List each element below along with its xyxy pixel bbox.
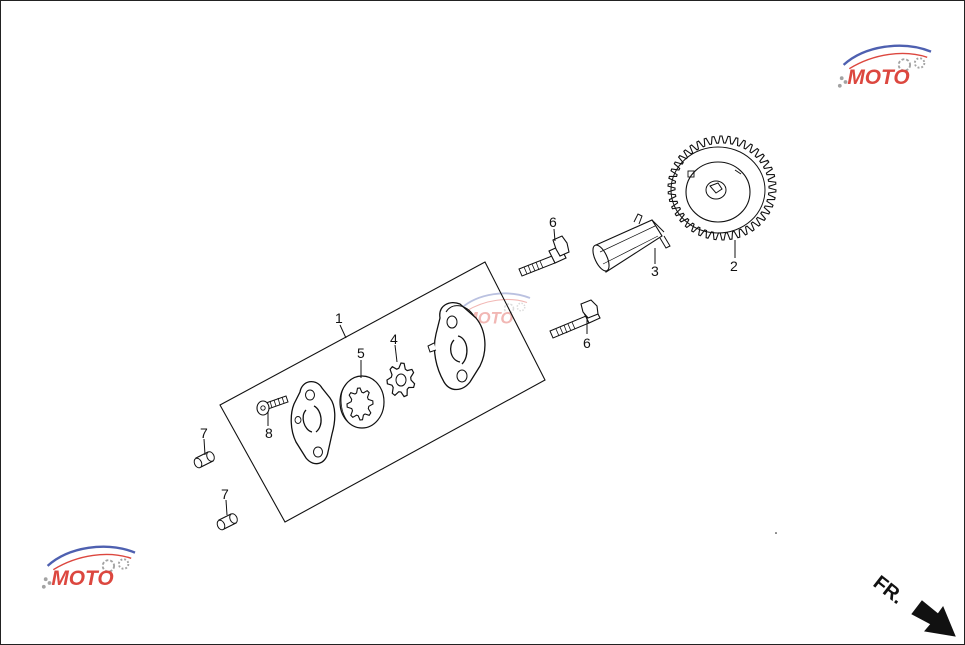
outer-rotor-part-5 — [339, 375, 385, 429]
watermark-logo-top-right: MOTO — [836, 44, 933, 89]
callout-2: 2 — [730, 258, 738, 274]
callout-1: 1 — [335, 310, 343, 326]
dowel-pin-upper-part-7 — [193, 451, 215, 469]
leader-line-7a — [203, 438, 206, 456]
watermark-text: MOTO — [51, 567, 113, 590]
front-direction-arrow-icon — [911, 600, 956, 637]
stray-mark — [775, 532, 777, 534]
inner-rotor-part-4 — [386, 362, 416, 398]
assembly-outline-part-1 — [219, 261, 546, 523]
callout-6-upper: 6 — [549, 214, 557, 230]
dowel-pin-lower-part-7 — [216, 513, 238, 531]
callout-8: 8 — [265, 425, 273, 441]
leader-line-6a — [553, 228, 556, 242]
front-direction-indicator: FR. — [869, 572, 956, 637]
driven-gear-part-2 — [667, 135, 777, 241]
leader-line-1 — [339, 324, 347, 339]
screw-part-8 — [256, 395, 289, 416]
leader-line-4 — [394, 344, 398, 363]
leader-lines — [203, 228, 736, 516]
callout-4: 4 — [390, 331, 398, 347]
callout-7-upper: 7 — [200, 425, 208, 441]
callout-5: 5 — [357, 345, 365, 361]
leader-line-7b — [225, 499, 228, 516]
callout-7-lower: 7 — [221, 486, 229, 502]
flange-bolt-upper-part-6 — [518, 235, 570, 277]
flange-bolt-lower-part-6 — [549, 299, 601, 339]
watermark-logo-bottom-left: MOTO — [40, 545, 137, 590]
front-direction-label: FR. — [869, 572, 908, 609]
pump-shaft-part-3 — [592, 213, 671, 273]
oil-pump-body — [427, 302, 486, 391]
watermark-text: MOTO — [847, 66, 909, 89]
oil-pump-cover-plate — [290, 381, 336, 465]
callout-3: 3 — [651, 263, 659, 279]
callout-6-lower: 6 — [583, 335, 591, 351]
